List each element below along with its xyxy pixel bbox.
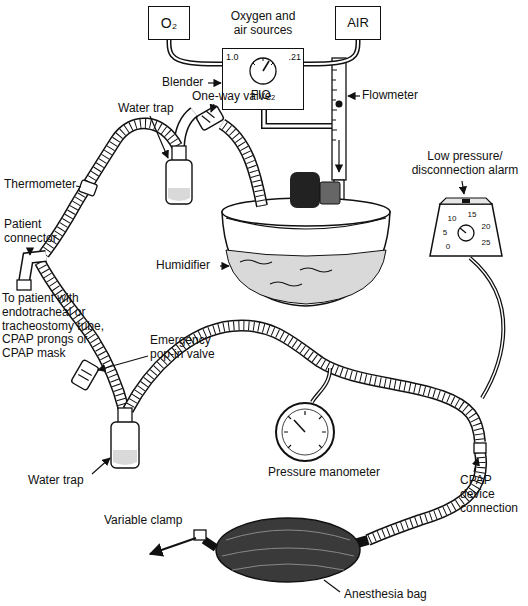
leader-line [324,580,340,592]
bag-texture [222,530,354,570]
anesthesia-bag [216,518,360,582]
patient-connector [24,256,46,282]
leader-line [92,458,110,474]
humidifier-water [226,250,386,304]
alarm-button [462,199,470,203]
dial-number: 20 [477,223,495,232]
gauge-scale [282,409,328,455]
trap-water [168,188,190,201]
flowmeter-ball [336,101,343,108]
corrugated-tube [222,124,262,206]
corrugated-tube [179,112,194,146]
bag-tail [204,540,216,548]
humidifier-cap [290,172,320,208]
trap-water [113,450,137,465]
flowmeter-tube [332,58,346,180]
dial-number: 5 [436,229,454,238]
manometer-line [312,368,330,402]
gas-hose [304,40,358,64]
part-label: Flowmeter [362,89,432,103]
dial-label: 1.0 [226,53,248,63]
dial-number: 10 [443,215,461,224]
one-way-valve [196,105,225,131]
alarm-outline [428,196,504,258]
gas-source-box: AIR [335,6,381,40]
part-label: Water trap [28,474,98,488]
gauge-ticks [284,411,326,448]
part-label: Humidifier [156,259,222,273]
leader-line [462,181,464,194]
corrugated-tube [222,124,262,206]
leader-line [211,104,214,112]
source-label: O₂ [149,16,189,31]
part-label: Patient connector [4,218,68,246]
corrugated-tube [179,112,194,146]
part-label: Blender [162,76,212,90]
leader-line [348,95,360,96]
source-label: AIR [336,16,380,30]
part-label: To patient with endotracheal or tracheos… [2,292,122,361]
dial-face [250,58,276,84]
leader-line [98,356,148,370]
gas-hose-core [169,40,222,64]
valve-bands [201,109,216,124]
thermometer-probe [78,180,97,197]
knob-pointer [460,228,466,233]
part-label: Pressure manometer [268,466,398,480]
part-label: Low pressure/ disconnection alarm [404,150,526,178]
flow-arrow [338,140,339,172]
leader-line [220,265,229,266]
patient-connector [24,256,46,282]
part-label: Emergency pop-in valve [150,334,232,362]
leader-line [76,186,81,187]
gas-hose-core [304,40,358,64]
corrugated-tube [222,124,262,206]
lid-rim [226,218,386,229]
patient-port [17,280,31,290]
leader-line [150,116,168,158]
gas-pipe-core [264,110,332,126]
alarm-hose [470,258,503,398]
dial-number: 0 [439,243,457,252]
leader-line [29,248,30,255]
leader-line [474,458,478,472]
gas-pipe [264,110,332,126]
dial-number: 15 [463,211,481,220]
alarm-front [430,204,502,256]
clamp-arrow [150,538,196,554]
dial-ticks [253,58,273,65]
dial-needle [263,61,269,71]
humidifier-port [320,182,340,204]
water-trap [166,160,192,204]
water-ripples [240,260,332,286]
dial-number: 25 [477,239,495,248]
leader-line [208,82,221,83]
pressure-gauge [276,403,334,461]
part-label: Anesthesia bag [344,588,454,602]
alarm-box: 1015 5 20 0 25 [428,196,504,258]
alarm-knob [458,225,474,241]
pop-in-valve [71,359,100,391]
alarm-hose [470,258,503,398]
part-label: Thermometer [4,178,84,192]
part-label: CPAP device connection [460,474,526,515]
gas-hose [169,40,222,64]
alarm-top [440,198,492,204]
part-label: Variable clamp [104,514,204,528]
cpap-port [474,443,486,453]
manometer-line [312,368,330,402]
dial-label: .21 [279,53,301,63]
part-label: Water trap [118,102,188,116]
water-trap [111,422,139,468]
gauge-needle [294,420,305,432]
part-label: Oxygen and air sources [226,10,300,38]
valve-bands [78,369,91,380]
part-label: One-way valve [192,90,288,104]
gas-source-box: O₂ [148,6,190,40]
